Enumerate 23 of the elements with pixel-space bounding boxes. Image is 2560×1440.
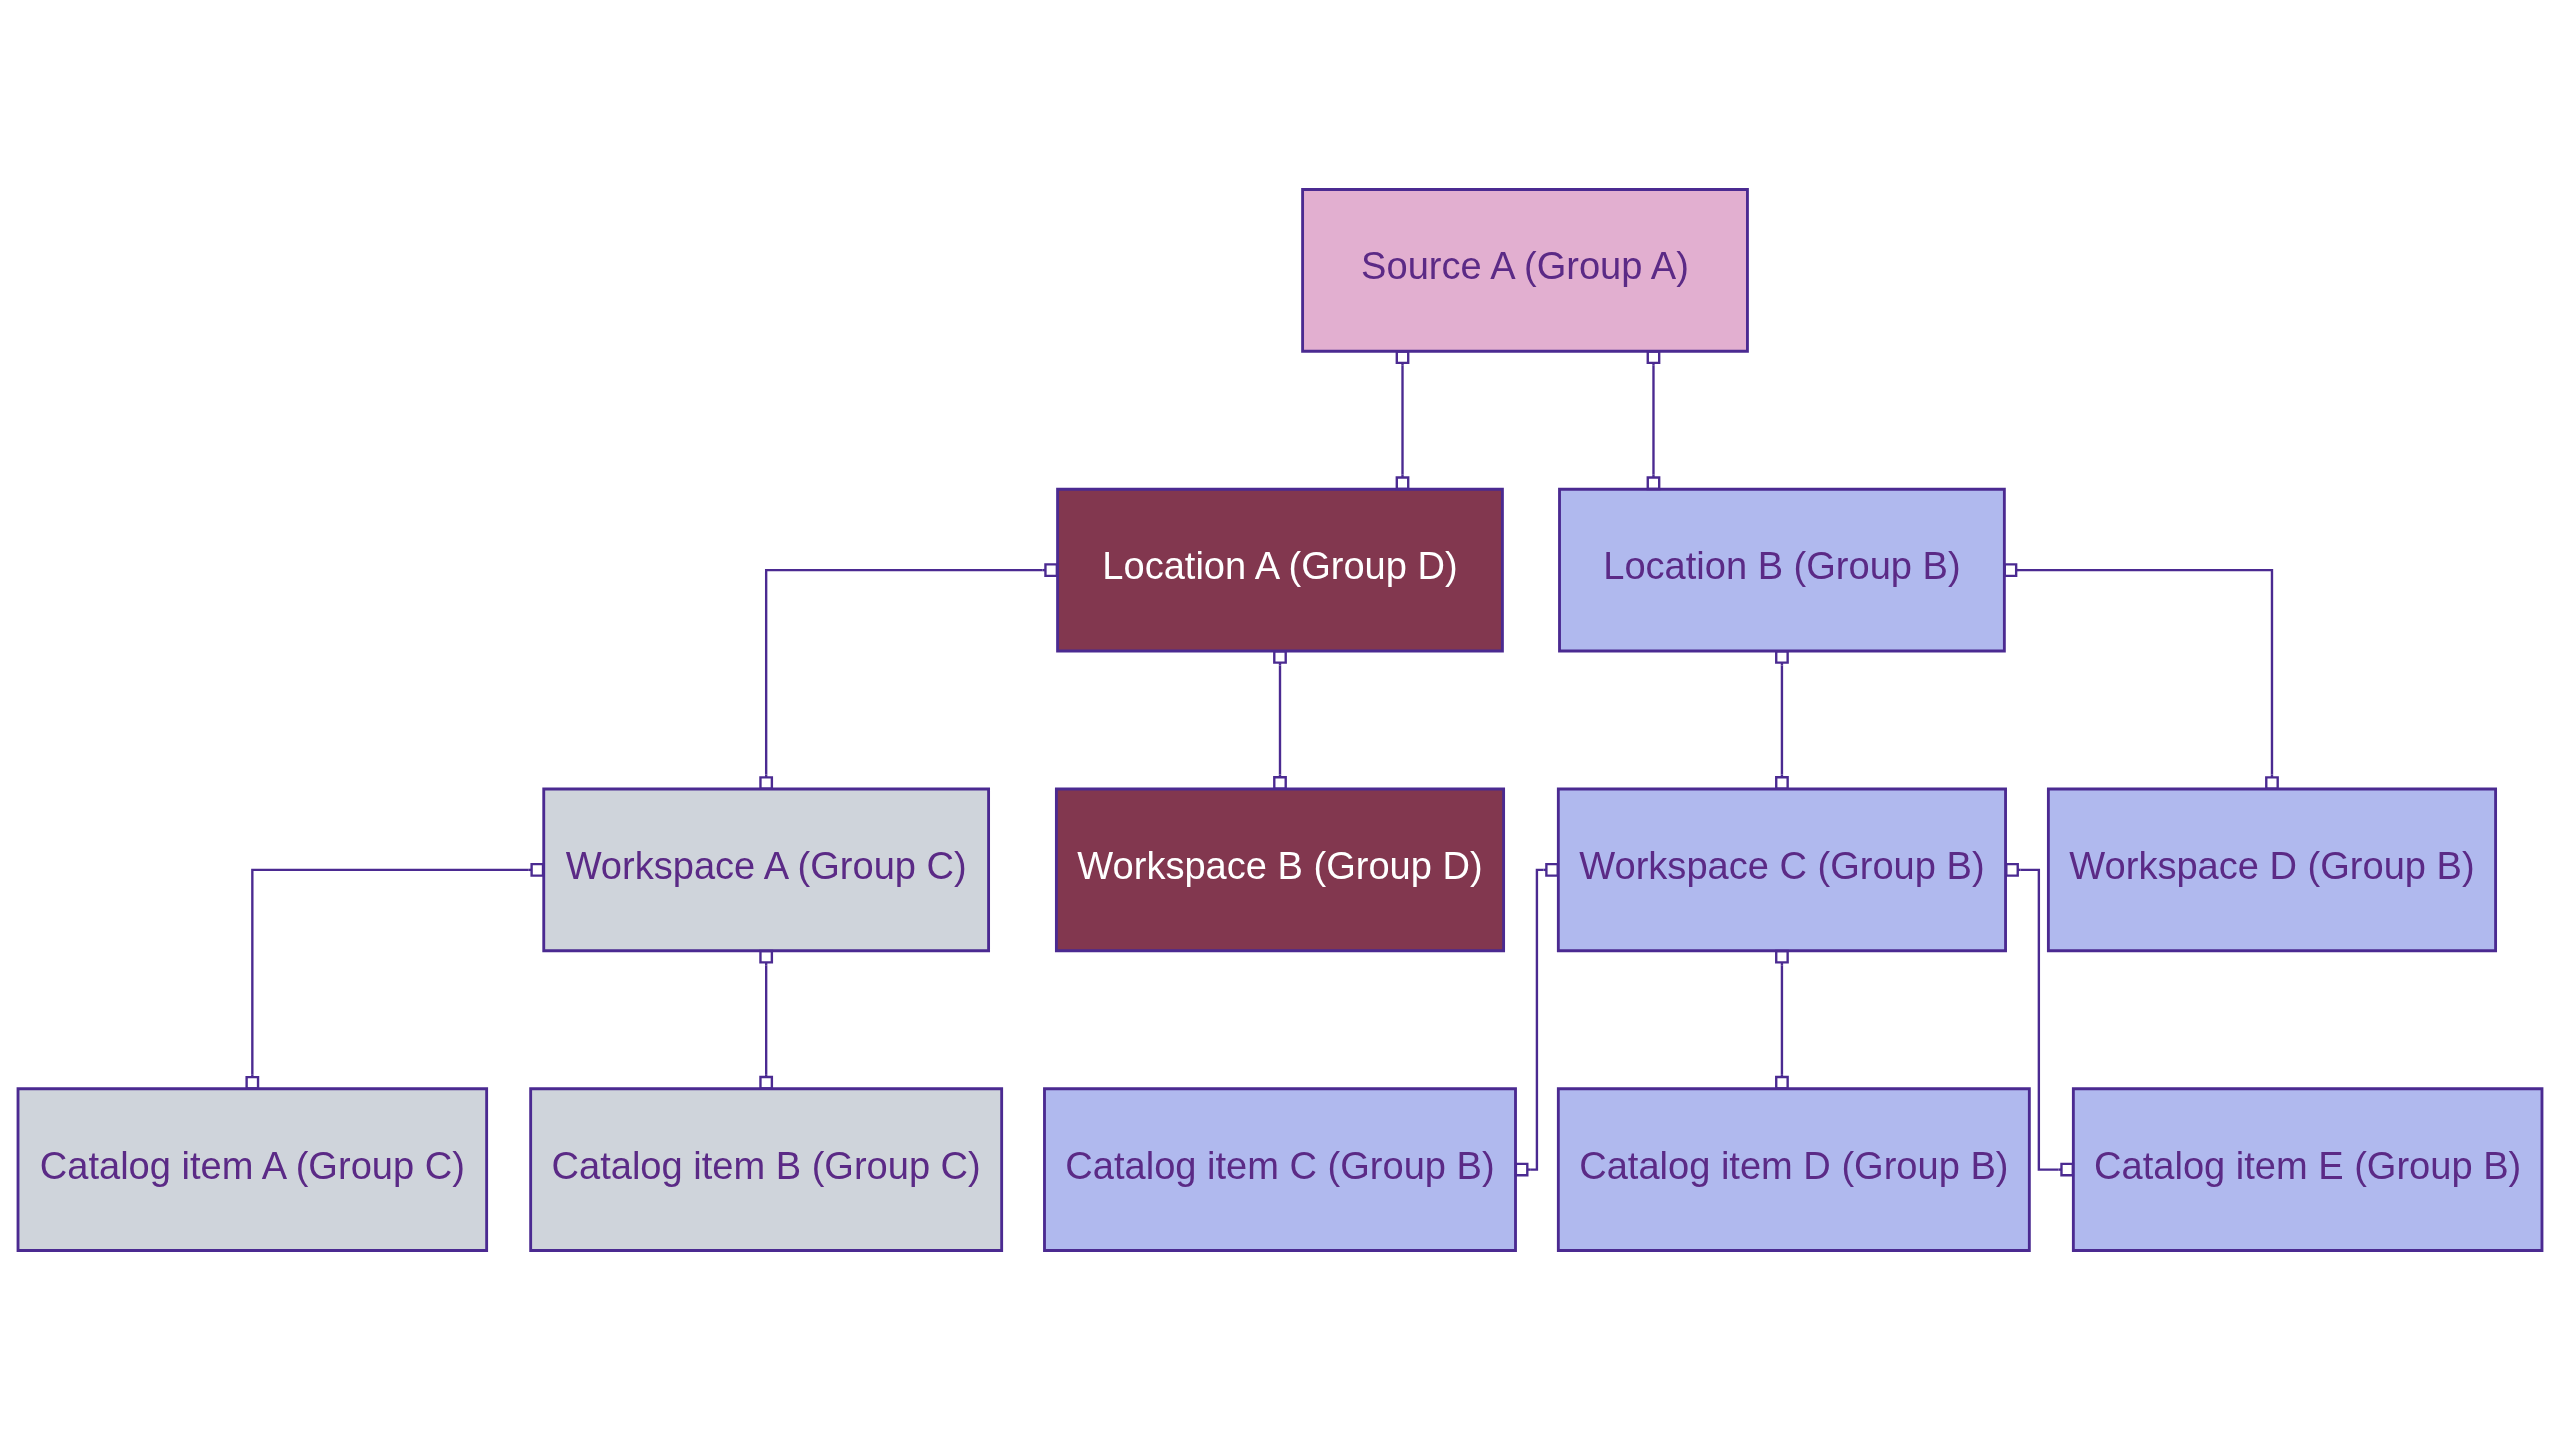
connector (1514, 862, 1559, 1177)
node-box: Source A (Group A) (1301, 188, 1749, 353)
connector (2005, 862, 2075, 1177)
connector (1273, 650, 1287, 790)
connector (1775, 949, 1789, 1090)
node-box: Catalog item E (Group B) (2071, 1087, 2544, 1252)
connector (1395, 350, 1410, 491)
node-box: Catalog item B (Group C) (529, 1087, 1004, 1252)
node-box: Catalog item A (Group C) (16, 1087, 489, 1252)
connector (245, 862, 545, 1090)
node-box: Catalog item C (Group B) (1043, 1087, 1517, 1252)
node-box: Workspace C (Group B) (1556, 787, 2007, 953)
node-box: Location A (Group D) (1056, 487, 1504, 653)
connector (1646, 350, 1661, 491)
node-box: Workspace A (Group C) (542, 787, 990, 953)
node-box: Location B (Group B) (1558, 487, 2006, 653)
node-box: Workspace B (Group D) (1054, 787, 1506, 953)
connector (1775, 650, 1789, 790)
connector (759, 563, 1059, 790)
node-box: Catalog item D (Group B) (1556, 1087, 2031, 1252)
node-box: Workspace D (Group B) (2046, 787, 2497, 953)
connector (2003, 563, 2279, 790)
connector (759, 949, 774, 1090)
